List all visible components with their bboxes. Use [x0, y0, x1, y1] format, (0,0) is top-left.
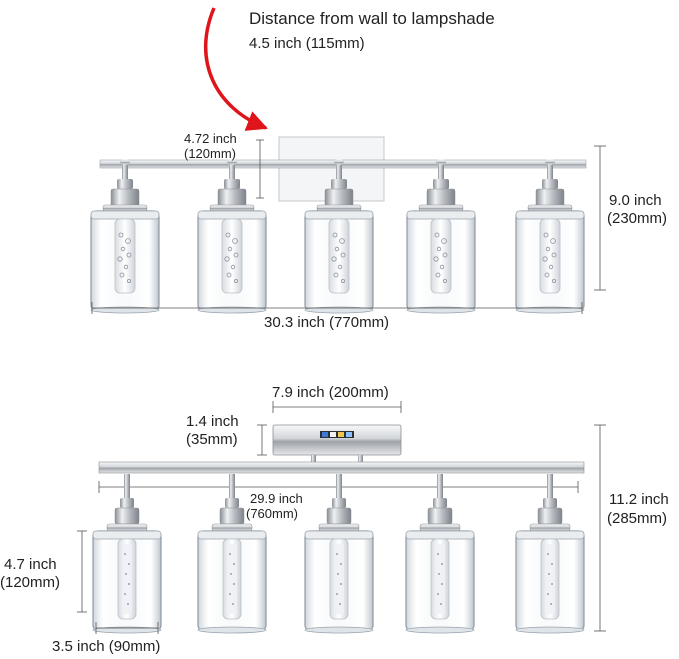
wall-distance-title: Distance from wall to lampshade: [249, 9, 495, 28]
arm-height-mm: (120mm): [184, 146, 237, 161]
total-width: 30.3 inch (770mm): [264, 314, 390, 331]
shade-height-mm: (120mm): [0, 574, 61, 591]
plate-height-in: 1.4 inch: [186, 413, 239, 430]
plate-height-mm: (35mm): [186, 431, 238, 448]
arrow-indicator: [204, 7, 268, 131]
wall-distance-value: 4.5 inch (115mm): [249, 35, 365, 52]
height-in: 9.0 inch: [609, 192, 662, 209]
mounting-bar: [99, 159, 587, 169]
total-height-in: 11.2 inch: [609, 491, 669, 508]
arm-height-in: 4.72 inch: [184, 131, 237, 146]
canopy-plate: [272, 424, 402, 456]
total-height-mm: (285mm): [607, 510, 668, 527]
bar-length-in: 29.9 inch: [250, 491, 303, 506]
shade-width: 3.5 inch (90mm): [52, 638, 161, 655]
plate-width: 7.9 inch (200mm): [272, 384, 389, 401]
mounting-bar-bottom: [98, 461, 585, 474]
bar-length-mm: (760mm): [246, 506, 299, 521]
shade-height-in: 4.7 inch: [4, 556, 57, 573]
color-switch: [320, 431, 354, 438]
height-mm: (230mm): [607, 210, 668, 227]
